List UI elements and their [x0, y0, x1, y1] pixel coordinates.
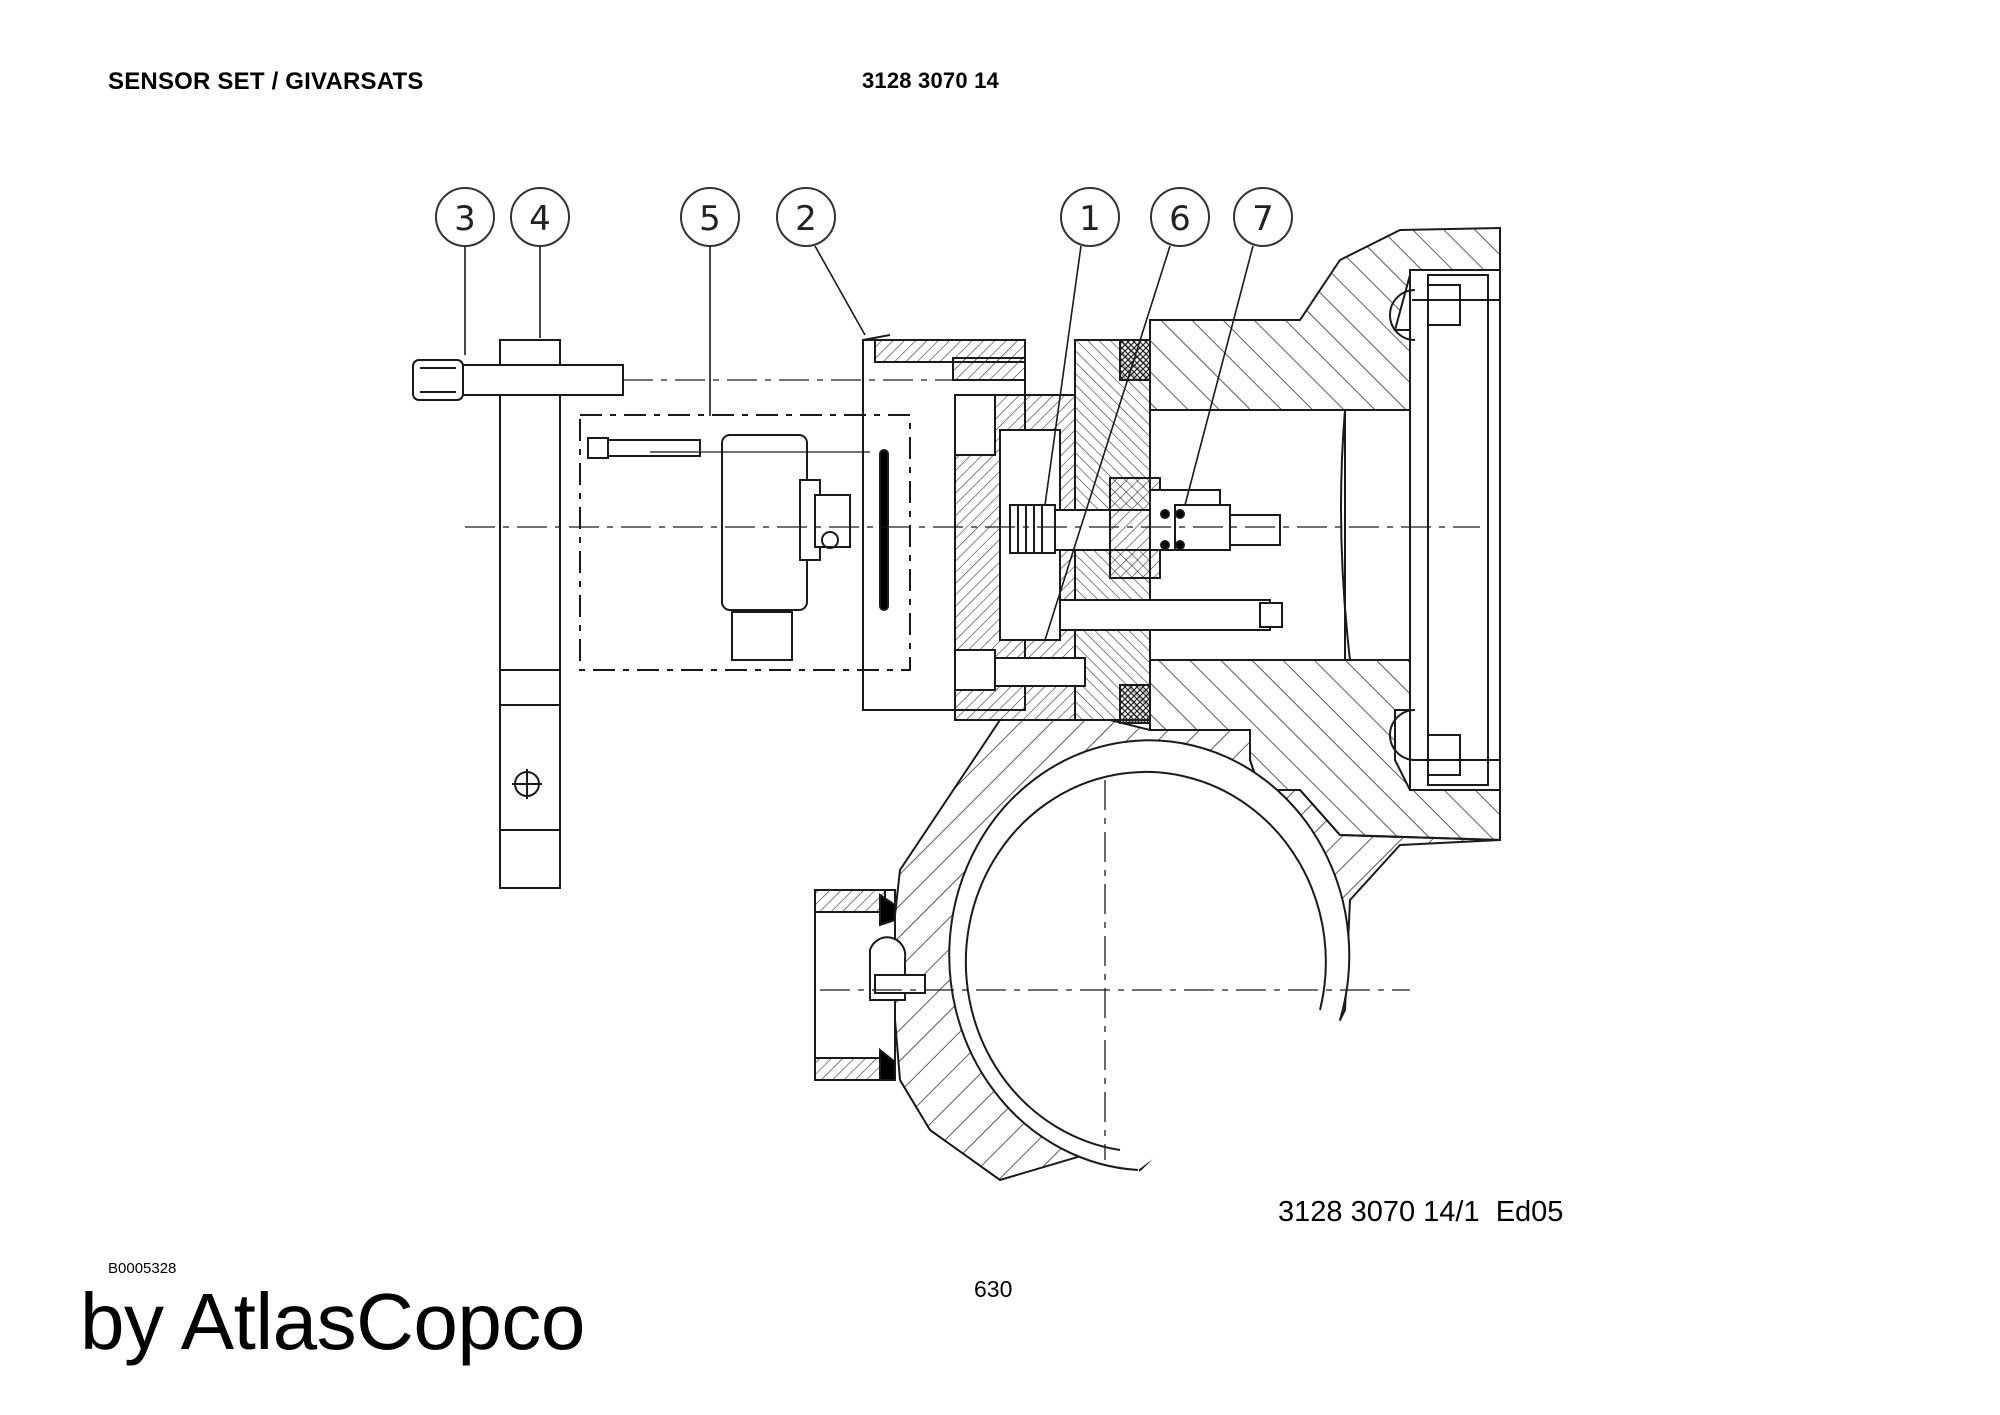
- balloon-1: 1: [1060, 187, 1120, 247]
- page-title: SENSOR SET / GIVARSATS: [108, 68, 424, 95]
- balloon-5: 5: [680, 187, 740, 247]
- part-number: 3128 3070 14: [862, 68, 999, 93]
- balloons: 3 4 5 2 1 6 7: [435, 187, 1293, 247]
- arm-part-4: [499, 339, 561, 889]
- leader-lines: [464, 240, 1254, 641]
- document-id: B0005328: [108, 1260, 177, 1277]
- centre-lines: [465, 379, 1480, 1160]
- balloon-2: 2: [776, 187, 836, 247]
- sensor-assembly-part-5: [579, 414, 911, 671]
- balloon-6: 6: [1150, 187, 1210, 247]
- brand-logo-text: by AtlasCopco: [80, 1277, 585, 1366]
- svg-text:4: 4: [529, 199, 551, 239]
- svg-text:2: 2: [795, 199, 817, 239]
- page-number: 630: [974, 1276, 1013, 1302]
- screw-part-3: [412, 359, 624, 401]
- svg-text:3: 3: [454, 199, 476, 239]
- svg-text:7: 7: [1252, 199, 1274, 239]
- svg-text:1: 1: [1079, 199, 1101, 239]
- svg-text:5: 5: [699, 199, 721, 239]
- drawing-reference: 3128 3070 14/1 Ed05: [1278, 1196, 1564, 1228]
- main-body: [814, 226, 1501, 1182]
- balloon-3: 3: [435, 187, 495, 247]
- balloon-4: 4: [510, 187, 570, 247]
- balloon-7: 7: [1233, 187, 1293, 247]
- svg-text:6: 6: [1169, 199, 1191, 239]
